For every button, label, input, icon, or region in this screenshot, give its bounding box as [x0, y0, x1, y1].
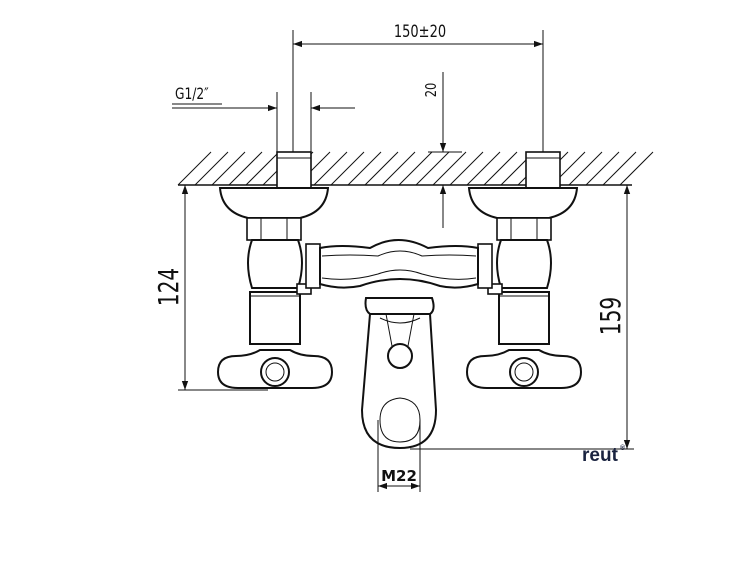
- wall-hatching: [177, 151, 654, 186]
- left-valve-body: [247, 239, 312, 345]
- hatch-line: [602, 151, 637, 186]
- dimension-height-right: 159: [410, 184, 634, 450]
- spout: [360, 297, 438, 450]
- dimension-height-right-label: 159: [593, 297, 626, 335]
- dimension-adjust: 20: [423, 72, 462, 228]
- hatch-line: [483, 151, 518, 186]
- dimension-height-left: 124: [151, 184, 268, 391]
- right-valve-body: [487, 239, 552, 345]
- hatch-line: [466, 151, 501, 186]
- brand-name: reut: [582, 445, 619, 466]
- hatch-line: [381, 151, 416, 186]
- hatch-line: [245, 151, 280, 186]
- hatch-line: [432, 151, 467, 186]
- dimension-thread: G1/2″: [172, 85, 355, 152]
- hatch-line: [211, 151, 246, 186]
- hatch-line: [568, 151, 603, 186]
- dimension-height-left-label: 124: [151, 268, 184, 306]
- hatch-line: [449, 151, 484, 186]
- left-cross-handle: [216, 349, 334, 389]
- hatch-line: [585, 151, 620, 186]
- dimension-outlet-label: M22: [381, 467, 417, 485]
- dimension-outlet: M22: [377, 420, 421, 492]
- dimension-spacing-label: 150±20: [394, 21, 446, 41]
- hatch-line: [398, 151, 433, 186]
- dimension-thread-label: G1/2″: [175, 85, 209, 103]
- hatch-line: [228, 151, 263, 186]
- right-eccentric-connector: [467, 151, 579, 241]
- dimension-adjust-label: 20: [423, 83, 440, 98]
- left-eccentric-connector: [218, 151, 330, 241]
- brand-registered-mark: ®: [620, 444, 626, 452]
- hatch-line: [415, 151, 450, 186]
- wall-section: [177, 151, 654, 186]
- hatch-line: [619, 151, 654, 186]
- right-cross-handle: [465, 349, 583, 389]
- hatch-line: [194, 151, 229, 186]
- hatch-line: [347, 151, 382, 186]
- hatch-line: [313, 151, 348, 186]
- brand-logo: reut ®: [582, 444, 626, 466]
- mixer-bridge: [305, 239, 493, 289]
- hatch-line: [177, 151, 212, 186]
- hatch-line: [330, 151, 365, 186]
- hatch-line: [364, 151, 399, 186]
